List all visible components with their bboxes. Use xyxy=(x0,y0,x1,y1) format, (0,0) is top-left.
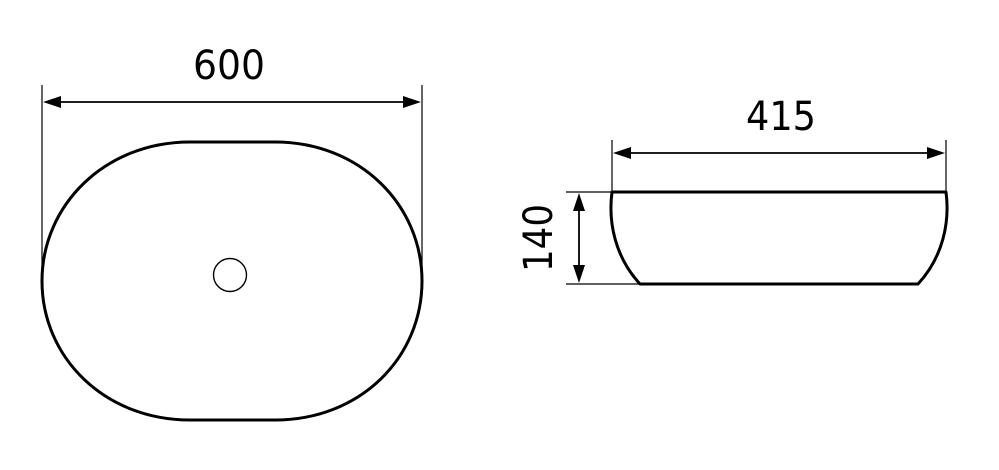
side-width-label: 415 xyxy=(746,94,816,140)
top-width-label: 600 xyxy=(193,43,265,89)
basin-side-profile xyxy=(609,190,949,286)
height-arrow-top xyxy=(573,193,585,211)
side-height-label: 140 xyxy=(516,204,562,272)
width-arrow-right xyxy=(403,96,421,108)
drain-hole xyxy=(212,257,248,293)
height-arrow-bottom xyxy=(573,265,585,283)
side-view: 415 140 xyxy=(516,94,949,286)
basin-top-outline xyxy=(40,140,424,422)
side-width-arrow-right xyxy=(927,147,945,159)
top-view: 600 xyxy=(40,43,424,422)
side-width-arrow-left xyxy=(613,147,631,159)
width-arrow-left xyxy=(43,96,61,108)
